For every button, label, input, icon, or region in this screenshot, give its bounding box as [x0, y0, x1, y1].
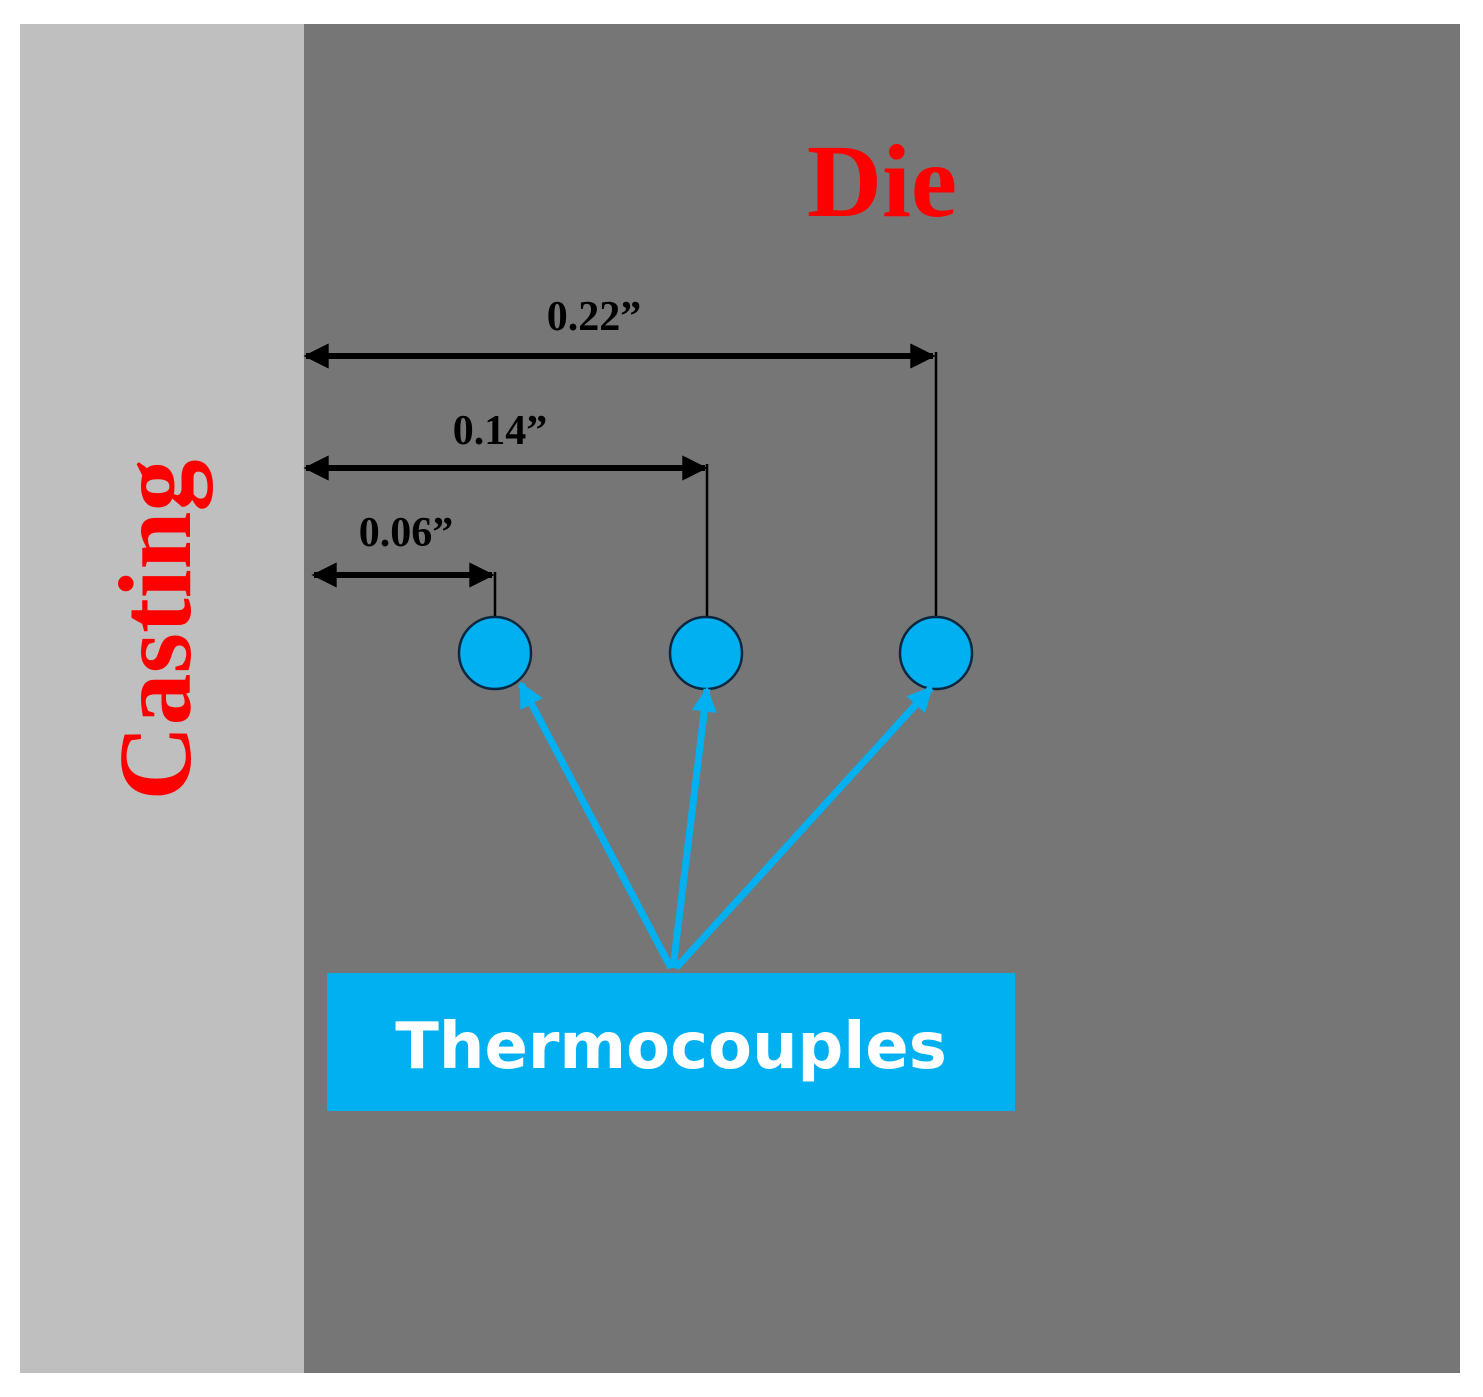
die-region: [304, 24, 1460, 1373]
thermocouples-label: Thermocouples: [395, 1010, 947, 1084]
thermocouple-sensor-0-22: [898, 615, 974, 691]
pointer-arrow-0-22: [673, 685, 934, 971]
dimension-0-14: 0.14”: [303, 408, 709, 616]
thermocouples-callout: Thermocouples: [327, 973, 1015, 1111]
casting-label: Casting: [98, 460, 213, 801]
pointer-arrow-0-14: [669, 686, 717, 969]
dimension-0-06: 0.06”: [311, 510, 497, 616]
pointer-arrow-0-06: [517, 681, 675, 970]
thermocouples-box: [327, 973, 1015, 1111]
thermocouple-sensor-0-14: [668, 615, 744, 691]
thermocouple-sensor-0-06: [457, 615, 533, 691]
casting-region: [20, 24, 304, 1373]
die-label: Die: [807, 124, 957, 239]
dimension-0-22: 0.22”: [303, 294, 938, 616]
dimension-label-0-14: 0.14”: [453, 408, 548, 454]
dimension-label-0-06: 0.06”: [359, 510, 454, 556]
dimension-label-0-22: 0.22”: [547, 294, 642, 340]
